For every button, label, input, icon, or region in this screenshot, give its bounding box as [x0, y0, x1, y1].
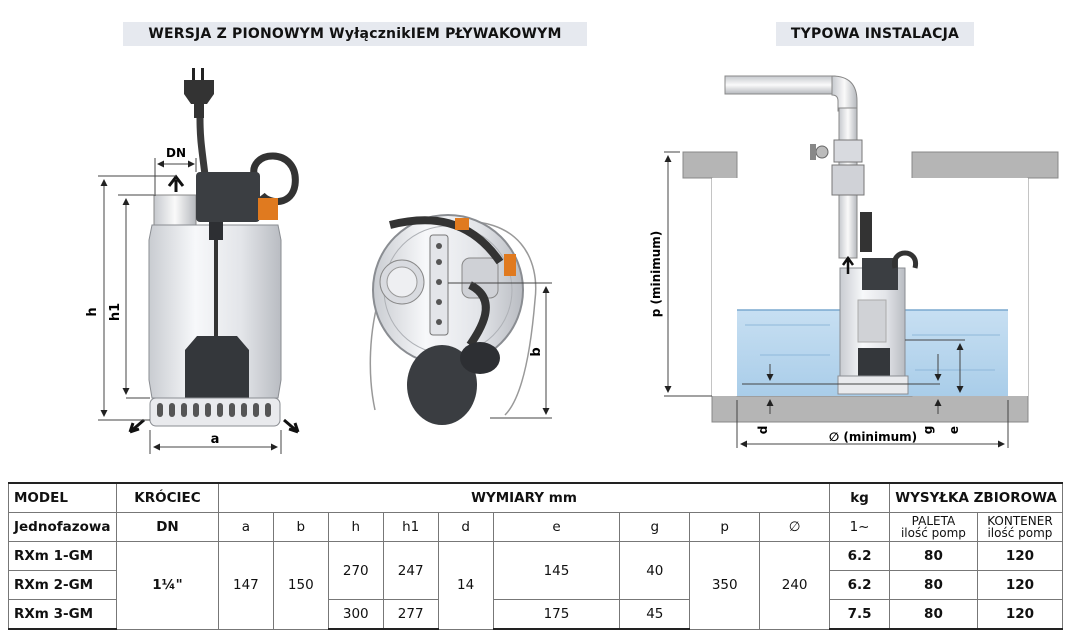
- cell-kg: 6.2: [829, 570, 890, 600]
- installation-drawing: [682, 75, 1059, 423]
- table-row: RXm 2-GM 6.2 80 120: [8, 570, 1064, 600]
- th-g: g: [619, 512, 691, 542]
- table-row: RXm 3-GM 300 277 175 45 7.5 80 120: [8, 599, 1064, 630]
- cell-kontener: 120: [976, 541, 1064, 571]
- pump-top-view: [369, 214, 537, 425]
- dim-h: h: [85, 307, 100, 316]
- dims-top: [448, 282, 552, 419]
- dim-d: d: [756, 426, 770, 435]
- cell-a: 147: [217, 541, 274, 630]
- cell-model: RXm 3-GM: [8, 599, 117, 630]
- cell-e: 175: [492, 599, 621, 630]
- dim-diameter: ∅ (minimum): [829, 430, 917, 444]
- th-d: d: [437, 512, 494, 542]
- cell-kg: 6.2: [829, 541, 890, 571]
- th-a: a: [217, 512, 274, 542]
- dim-a: a: [211, 432, 220, 447]
- th-krociec: KRÓCIEC: [115, 482, 219, 513]
- th-h1: h1: [382, 512, 439, 542]
- cell-e: 145: [492, 541, 621, 600]
- drawings: DN h h1 a b: [85, 68, 1059, 454]
- th-phase: 1~: [829, 512, 890, 542]
- cell-paleta: 80: [889, 541, 978, 571]
- th-kg: kg: [829, 482, 890, 513]
- dim-g: g: [921, 426, 935, 435]
- th-wysylka: WYSYŁKA ZBIOROWA: [889, 482, 1063, 513]
- table-row: RXm 1-GM 1¼" 147 150 270 247 14 145 40 3…: [8, 541, 1064, 630]
- th-jednofazowa: Jednofazowa: [8, 512, 117, 542]
- cell-diameter: 240: [759, 541, 831, 630]
- th-wymiary: WYMIARY mm: [217, 482, 831, 513]
- title-right: TYPOWA INSTALACJA: [776, 22, 974, 46]
- th-b: b: [272, 512, 329, 542]
- cell-g: 40: [619, 541, 691, 600]
- dim-p: p (minimum): [649, 231, 663, 318]
- cell-kontener: 120: [976, 599, 1064, 630]
- th-diameter: ∅: [759, 512, 831, 542]
- dims-front: [98, 158, 282, 454]
- cell-h: 300: [327, 599, 384, 630]
- dim-h1: h1: [108, 303, 123, 321]
- dim-dn: DN: [166, 146, 186, 160]
- cell-model: RXm 1-GM: [8, 541, 117, 571]
- pump-front-view: [128, 68, 300, 434]
- cell-kg: 7.5: [829, 599, 890, 630]
- dims-installation: [664, 151, 1009, 448]
- dim-e: e: [947, 426, 961, 434]
- cell-model: RXm 2-GM: [8, 570, 117, 600]
- cell-kontener: 120: [976, 570, 1064, 600]
- cell-b: 150: [272, 541, 329, 630]
- cell-paleta: 80: [889, 570, 978, 600]
- cell-p: 350: [689, 541, 761, 630]
- th-p: p: [689, 512, 761, 542]
- cell-paleta: 80: [889, 599, 978, 630]
- cell-h: 270: [327, 541, 384, 600]
- cell-d: 14: [437, 541, 494, 630]
- th-dn: DN: [115, 512, 219, 542]
- th-h: h: [327, 512, 384, 542]
- spec-table: MODEL KRÓCIEC WYMIARY mm kg WYSYŁKA ZBIO…: [8, 482, 1064, 630]
- cell-h1: 247: [382, 541, 439, 600]
- dim-b: b: [529, 347, 544, 356]
- plug-icon: [184, 68, 214, 118]
- cell-g: 45: [619, 599, 691, 630]
- th-e: e: [492, 512, 621, 542]
- th-model: MODEL: [8, 482, 117, 513]
- cell-dn: 1¼": [115, 541, 219, 630]
- title-left: WERSJA Z PIONOWYM WyłącznikIEM PŁYWAKOWY…: [123, 22, 587, 46]
- cell-h1: 277: [382, 599, 439, 630]
